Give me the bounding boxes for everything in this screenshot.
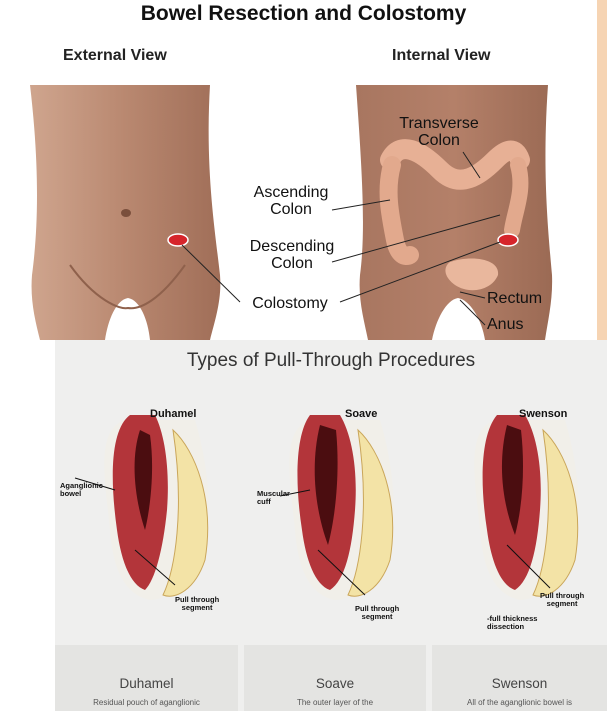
navel (121, 209, 131, 217)
descending-colon-label: Descending Colon (236, 238, 348, 272)
soave-card[interactable]: Soave The outer layer of the (244, 645, 426, 711)
internal-stoma (497, 233, 519, 247)
transverse-colon (380, 139, 530, 190)
anus-label: Anus (487, 316, 524, 333)
external-stoma (167, 233, 189, 247)
pull-through-title: Types of Pull-Through Procedures (186, 350, 476, 371)
card-description: Residual pouch of aganglionic (93, 698, 200, 707)
soave-label-cuff: Muscular cuff (257, 490, 290, 506)
swenson-figure (474, 415, 579, 600)
card-title: Swenson (491, 676, 548, 691)
label-line: Pull through (540, 591, 585, 600)
label-line: segment (361, 612, 393, 621)
swenson-label-dissection: -full thickness dissection (487, 615, 537, 631)
torso-illustrations (30, 85, 553, 340)
internal-view-label: Internal View (392, 47, 491, 64)
rectum-label: Rectum (487, 290, 543, 307)
label-line: -full thickness (487, 614, 538, 623)
colostomy-label: Colostomy (252, 295, 328, 312)
label-line: Pull through (355, 604, 400, 613)
label-line: cuff (257, 497, 271, 506)
rectum (445, 258, 499, 291)
leader-lines (181, 151, 501, 326)
label-line: Colon (271, 255, 313, 272)
card-description: All of the aganglionic bowel is (467, 698, 572, 707)
label-line: Colon (270, 201, 312, 218)
ascending-colon-label: Ascending Colon (238, 184, 344, 218)
illustration-title: Bowel Resection and Colostomy (140, 2, 467, 25)
label-line: Transverse (399, 115, 479, 132)
label-line: Aganglionic (60, 481, 103, 490)
card-description: The outer layer of the (296, 698, 374, 707)
duhamel-figure (74, 415, 209, 600)
swenson-name: Swenson (519, 408, 568, 420)
soave-label-pull: Pull through segment (355, 605, 399, 621)
soave-figure (279, 415, 394, 600)
card-title: Soave (315, 676, 355, 691)
swenson-label-pull: Pull through segment (540, 592, 584, 608)
transverse-colon-label: Transverse Colon (389, 115, 489, 149)
label-line: segment (546, 599, 578, 608)
label-line: Ascending (253, 184, 329, 201)
right-edge-strip (597, 0, 607, 340)
soave-name: Soave (345, 408, 378, 420)
ascending-colon (379, 156, 419, 265)
duhamel-label-pull: Pull through segment (175, 596, 219, 612)
label-line: Descending (249, 238, 335, 255)
duhamel-label-aganglionic: Aganglionic bowel (60, 482, 103, 498)
label-line: segment (181, 603, 213, 612)
label-line: Muscular (257, 489, 290, 498)
descending-colon (504, 157, 529, 238)
label-line: dissection (487, 622, 525, 631)
card-title: Duhamel (119, 676, 174, 691)
label-line: bowel (60, 489, 82, 498)
swenson-card[interactable]: Swenson All of the aganglionic bowel is (432, 645, 607, 711)
external-view-label: External View (63, 47, 167, 64)
pull-through-illustrations (74, 415, 579, 600)
label-line: Pull through (175, 595, 220, 604)
label-line: Colon (418, 132, 460, 149)
duhamel-name: Duhamel (150, 408, 197, 420)
duhamel-card[interactable]: Duhamel Residual pouch of aganglionic (55, 645, 238, 711)
